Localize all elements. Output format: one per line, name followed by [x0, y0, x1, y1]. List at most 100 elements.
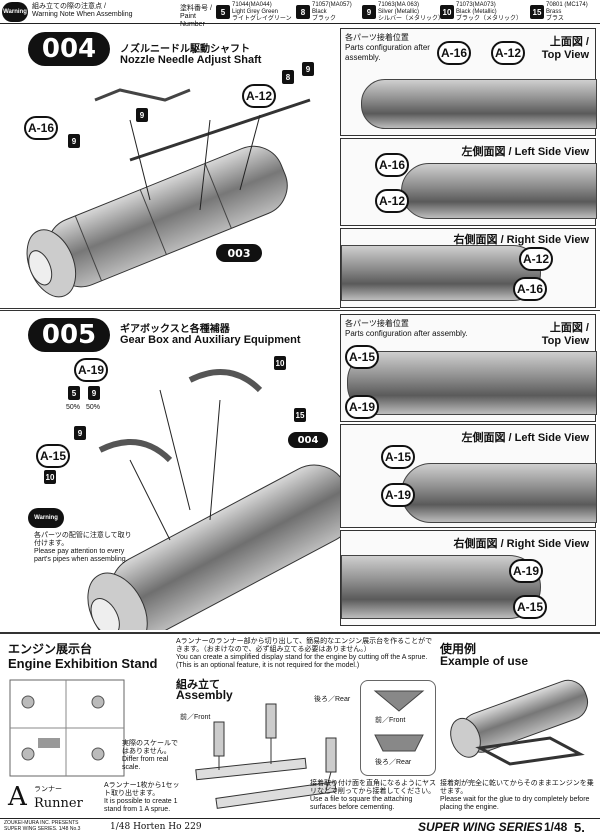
glue-note: 接着剤が完全に乾いてからそのままエンジンを乗せます。 Please wait f… [440, 780, 596, 812]
stand-intro: Aランナーのランナー部から切り出して、簡易的なエンジン展示台を作ることができます… [176, 638, 438, 670]
part-callout: A-16 [437, 41, 471, 65]
step-004-title-jp: ノズルニードル駆動シャフト [120, 44, 250, 55]
paint-number-label: 塗料番号 / Paint Number [180, 5, 220, 29]
part-callout: A-15 [513, 595, 547, 619]
file-note-jp: 接着取り付け面を直角になるようにヤスリなどで削ってから接着してください。 [310, 780, 436, 795]
assembly-title-jp: 組み立て [176, 679, 220, 691]
paint-name-jp: ブラック（メタリック） [456, 15, 523, 22]
paint-tag: 9 [88, 386, 100, 400]
paint-code: 71063(MA 063) [378, 1, 420, 8]
top-view-label-en: Top View [541, 49, 589, 61]
stand-assembly-illustration [195, 703, 337, 809]
footer-model: 1/48 Horten Ho 229 [110, 822, 202, 832]
example-title-jp: 使用例 [440, 642, 477, 656]
warning-text-en: Please pay attention to every part's pip… [34, 548, 128, 563]
stand-title-en: Engine Exhibition Stand [8, 656, 158, 671]
file-note: 接着取り付け面を直角になるようにヤスリなどで削ってから接着してください。 Use… [310, 780, 438, 812]
paint-name-en: Black [312, 8, 327, 15]
front-label: 前／Front [180, 714, 211, 721]
divider [0, 310, 600, 311]
paint-tag: 15 [294, 408, 306, 422]
stand-section [0, 632, 600, 818]
paint-number-badge: 15 [530, 5, 544, 19]
step-005-engine-illustration [87, 369, 340, 630]
right-view-label: 右側面図 / Right Side View [453, 538, 589, 550]
footer-bar [0, 818, 600, 836]
part-callout: A-12 [519, 247, 553, 271]
runner-label-en: Runner [34, 796, 83, 811]
step-005-right-view-panel: 右側面図 / Right Side View A-19 A-15 [340, 530, 596, 626]
top-view-label: 上面図 / Top View [542, 319, 589, 347]
paint-tag: 8 [282, 70, 294, 84]
step-004-top-view-panel: 各パーツ接着位置 Parts configuration after assem… [340, 28, 597, 136]
step-005-number-badge: 005 [28, 318, 110, 352]
mix-percent: 50% [66, 404, 81, 411]
engine-right-view [341, 245, 541, 301]
step-004-right-view-panel: 右側面図 / Right Side View A-12 A-16 [340, 228, 596, 308]
step-005-left-view-panel: 左側面図 / Left Side View A-15 A-19 [340, 424, 597, 528]
step-005-top-view-panel: 各パーツ接着位置 Parts configuration after assem… [340, 314, 597, 422]
example-title-en: Example of use [440, 654, 529, 668]
front-shape-icon [373, 690, 425, 712]
runner-label-jp: ランナー [34, 786, 62, 793]
paint-name-jp: ブラック [312, 15, 337, 22]
page-number: 5. [574, 820, 585, 835]
part-callout: A-16 [24, 116, 58, 140]
footer-scale: 1/48 [544, 820, 568, 834]
paint-tag: 9 [68, 134, 80, 148]
part-callout: A-19 [74, 358, 108, 382]
scale-note-en: Differ from real scale. [122, 756, 169, 771]
glue-note-en: Please wait for the glue to dry complete… [440, 796, 590, 811]
runner-note: Aランナー1枚から1セット取り出せます。 It is possible to c… [104, 782, 180, 814]
warning-note-en: Warning Note When Assembling [32, 11, 133, 18]
part-callout: A-12 [242, 84, 276, 108]
example-engine-on-stand [450, 679, 589, 766]
runner-letter: A [8, 782, 27, 812]
paint-name-jp: ライトグレイグリーン [232, 15, 292, 22]
part-callout: A-19 [381, 483, 415, 507]
part-callout: A-15 [345, 345, 379, 369]
paint-name-jp: シルバー（メタリック） [378, 15, 445, 22]
rear-label: 後ろ／Rear [314, 696, 351, 703]
parts-config-note-jp: 各パーツ接着位置 [345, 319, 409, 328]
paint-label-jp: 塗料番号 / [180, 5, 212, 12]
paint-tag: 5 [68, 386, 80, 400]
engine-left-view [401, 163, 597, 219]
part-callout: A-16 [513, 277, 547, 301]
part-callout: A-12 [375, 189, 409, 213]
ref-step-004-badge: 004 [288, 432, 328, 448]
runner-note-jp: Aランナー1枚から1セット取り出せます。 [104, 782, 180, 797]
footer-series: SUPER WING SERIES [418, 820, 543, 834]
paint-name-en: Silver (Metallic) [378, 8, 420, 15]
part-callout: A-19 [509, 559, 543, 583]
file-note-en: Use a file to square the attaching surfa… [310, 796, 413, 811]
scale-note: 実際のスケールではありません。 Differ from real scale. [122, 740, 180, 772]
paint-number-badge: 10 [440, 5, 454, 19]
step-004-number-badge: 004 [28, 32, 110, 66]
step-005-title-en: Gear Box and Auxiliary Equipment [120, 334, 301, 346]
paint-tag: 10 [274, 356, 286, 370]
engine-top-view [361, 79, 597, 129]
left-view-label: 左側面図 / Left Side View [461, 146, 589, 158]
part-callout: A-12 [491, 41, 525, 65]
paint-tag: 9 [74, 426, 86, 440]
engine-top-view [347, 351, 597, 415]
step-005-warning-note: 各パーツの配管に注意して取り付けます。 Please pay attention… [34, 532, 134, 564]
paint-code: 71044(MA044) [232, 1, 272, 8]
paint-code: 71057(MA057) [312, 1, 352, 8]
front-icon-label: 前／Front [375, 717, 406, 724]
warning-text-jp: 各パーツの配管に注意して取り付けます。 [34, 532, 132, 547]
paint-name-en: Brass [546, 8, 562, 15]
mix-percent: 50% [86, 404, 101, 411]
paint-number-badge: 5 [216, 5, 230, 19]
paint-item: 9 71063(MA 063)Silver (Metallic)シルバー（メタリ… [362, 2, 444, 22]
paint-number-badge: 8 [296, 5, 310, 19]
paint-code: 70801 (MC174) [546, 1, 588, 8]
stand-title-jp: エンジン展示台 [8, 642, 93, 656]
step-004-title-en: Nozzle Needle Adjust Shaft [120, 54, 262, 66]
paint-name-jp: ブラス [546, 15, 564, 22]
top-view-label-en: Top View [541, 335, 589, 347]
paint-label-en: Paint Number [180, 13, 205, 28]
